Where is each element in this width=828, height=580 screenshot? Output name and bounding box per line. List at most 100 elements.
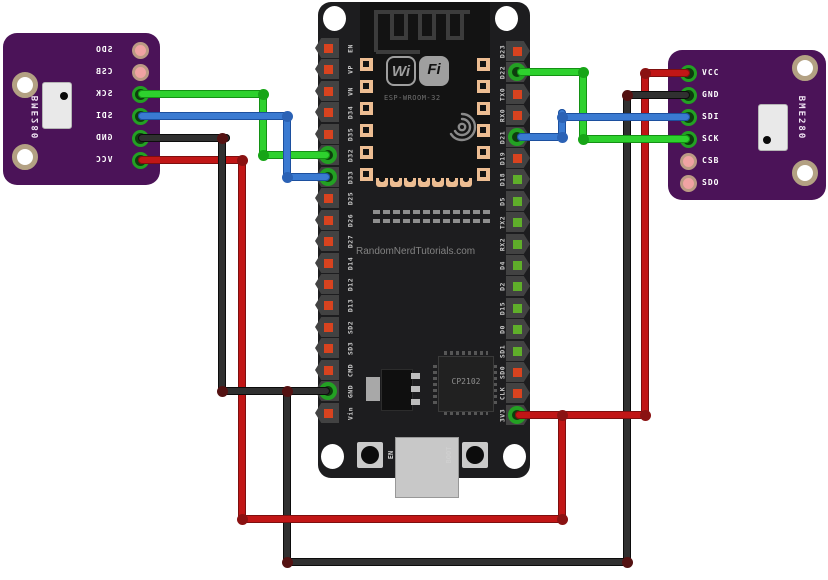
- boot-button[interactable]: [462, 442, 488, 468]
- wire-bend-dot[interactable]: [257, 149, 269, 161]
- wire-bend-dot[interactable]: [577, 133, 589, 145]
- esp-pin-pad-sd0[interactable]: [512, 367, 522, 377]
- esp-pin-pad-vn[interactable]: [323, 86, 333, 96]
- esp-pin-pad-d25[interactable]: [323, 193, 333, 203]
- wire-power[interactable]: [238, 515, 566, 523]
- wire-bend-dot[interactable]: [281, 556, 293, 568]
- wire-sdi[interactable]: [283, 173, 330, 181]
- test-pad-dash: [453, 219, 460, 223]
- wire-sdi[interactable]: [517, 133, 566, 141]
- wire-power[interactable]: [641, 69, 690, 77]
- wire-bend-dot[interactable]: [257, 88, 269, 100]
- left-sensor-pin-csb[interactable]: [131, 63, 149, 81]
- esp-pin-pad-d27[interactable]: [323, 236, 333, 246]
- esp-pin-pad-d2[interactable]: [512, 281, 522, 291]
- left-sensor-pin-sdo[interactable]: [131, 41, 149, 59]
- wire-ground[interactable]: [218, 134, 226, 395]
- wire-power[interactable]: [138, 156, 246, 164]
- wifi-logo-fi: Fi: [419, 56, 449, 86]
- en-button[interactable]: [357, 442, 383, 468]
- esp-pin-pad-clk[interactable]: [512, 388, 522, 398]
- esp-pin-pad-d26[interactable]: [323, 215, 333, 225]
- wire-power[interactable]: [238, 156, 246, 523]
- esp-pin-pad-rx2[interactable]: [512, 239, 522, 249]
- esp-pin-pad-d15[interactable]: [512, 303, 522, 313]
- esp-pin-pad-d19[interactable]: [512, 153, 522, 163]
- test-pad-dash: [453, 210, 460, 214]
- test-pad-dash: [393, 210, 400, 214]
- board-silkscreen-name: BME280: [31, 95, 41, 141]
- esp-pin-pad-tx0[interactable]: [512, 89, 522, 99]
- test-pad-dash: [443, 219, 450, 223]
- esp-pin-pad-d5[interactable]: [512, 196, 522, 206]
- wire-bend-dot[interactable]: [556, 513, 568, 525]
- wire-sdi[interactable]: [138, 112, 291, 120]
- wire-bend-dot[interactable]: [236, 513, 248, 525]
- wire-sdi[interactable]: [283, 112, 291, 181]
- module-castellation-pad: [460, 178, 472, 187]
- wire-sck[interactable]: [138, 90, 267, 98]
- esp-pin-pad-d4[interactable]: [512, 260, 522, 270]
- esp-pin-pad-en[interactable]: [323, 43, 333, 53]
- esp-pin-pad-d13[interactable]: [323, 300, 333, 310]
- wire-bend-dot[interactable]: [281, 110, 293, 122]
- esp-pin-pad-sd2[interactable]: [323, 322, 333, 332]
- esp-pin-pad-d0[interactable]: [512, 324, 522, 334]
- esp-pin-pad-d12[interactable]: [323, 279, 333, 289]
- esp-pin-pad-d35[interactable]: [323, 129, 333, 139]
- wire-sck[interactable]: [517, 68, 587, 76]
- voltage-regulator: [381, 369, 413, 411]
- wire-bend-dot[interactable]: [639, 67, 651, 79]
- wire-bend-dot[interactable]: [281, 171, 293, 183]
- left-sensor-pin-label: SDO: [95, 45, 113, 54]
- esp-pin-pad-sd3[interactable]: [323, 343, 333, 353]
- wire-sck[interactable]: [579, 135, 690, 143]
- boot-button-cap[interactable]: [466, 446, 484, 464]
- wire-power[interactable]: [641, 69, 649, 419]
- wire-sdi[interactable]: [558, 113, 690, 121]
- right-sensor-pin-csb[interactable]: [679, 152, 697, 170]
- esp-pin-pad-tx2[interactable]: [512, 217, 522, 227]
- wire-ground[interactable]: [623, 91, 690, 99]
- wire-ground[interactable]: [283, 387, 291, 566]
- esp-pin-pad-sd1[interactable]: [512, 346, 522, 356]
- esp-pin-pad-cmd[interactable]: [323, 365, 333, 375]
- wire-bend-dot[interactable]: [216, 132, 228, 144]
- wire-bend-dot[interactable]: [556, 131, 568, 143]
- esp-pin-pad-d14[interactable]: [323, 258, 333, 268]
- wire-sck[interactable]: [579, 68, 587, 143]
- sensor-vent-dot: [60, 92, 68, 100]
- esp-pin-pad-vin[interactable]: [323, 408, 333, 418]
- left-bme280-board[interactable]: BME280: [3, 33, 160, 185]
- board-hole: [495, 6, 518, 31]
- cp2102-pins-bottom: [444, 411, 488, 415]
- wire-ground[interactable]: [218, 387, 330, 395]
- right-sensor-pin-sdo[interactable]: [679, 174, 697, 192]
- module-castellation-pad: [477, 168, 490, 181]
- wire-ground[interactable]: [283, 558, 631, 566]
- esp-pin-pad-d23[interactable]: [512, 46, 522, 56]
- wire-bend-dot[interactable]: [639, 409, 651, 421]
- wire-sck[interactable]: [259, 90, 267, 159]
- esp-pin-pad-rx0[interactable]: [512, 110, 522, 120]
- wire-power[interactable]: [558, 411, 566, 523]
- esp-pin-pad-vp[interactable]: [323, 64, 333, 74]
- usb-connector[interactable]: [395, 437, 459, 498]
- wire-ground[interactable]: [138, 134, 230, 142]
- wire-bend-dot[interactable]: [621, 556, 633, 568]
- en-button-cap[interactable]: [361, 446, 379, 464]
- wire-bend-dot[interactable]: [577, 66, 589, 78]
- wire-bend-dot[interactable]: [281, 385, 293, 397]
- wire-bend-dot[interactable]: [556, 111, 568, 123]
- wire-bend-dot[interactable]: [621, 89, 633, 101]
- wire-sdi[interactable]: [558, 109, 566, 141]
- wire-bend-dot[interactable]: [556, 409, 568, 421]
- wire-sck[interactable]: [259, 151, 330, 159]
- wire-bend-dot[interactable]: [236, 154, 248, 166]
- esp-pin-pad-d34[interactable]: [323, 107, 333, 117]
- wire-ground[interactable]: [623, 91, 631, 566]
- cp2102-pins-left: [433, 362, 437, 404]
- esp-pin-pad-d18[interactable]: [512, 174, 522, 184]
- wire-bend-dot[interactable]: [216, 385, 228, 397]
- wire-power[interactable]: [515, 411, 649, 419]
